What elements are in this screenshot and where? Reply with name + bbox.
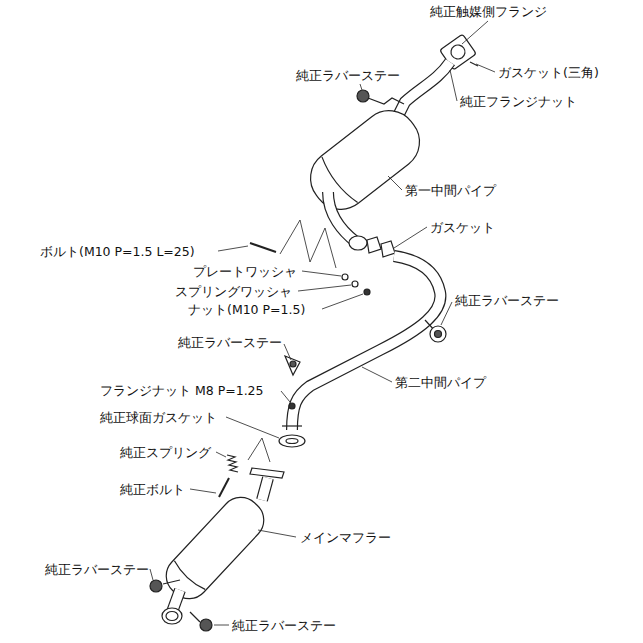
part-label: ガスケット(三角) xyxy=(498,65,599,80)
part-label: 純正ボルト xyxy=(120,482,185,497)
part-label: 純正スプリング xyxy=(120,445,211,460)
part-label: 純正ラバーステー xyxy=(296,68,400,83)
part-label: 第一中間パイプ xyxy=(405,183,496,198)
part-label: 純正ラバーステー xyxy=(45,562,149,577)
part-label: ナット(M10 P=1.5) xyxy=(188,302,305,317)
part-label: プレートワッシャ xyxy=(193,264,297,279)
part-label: スプリングワッシャ xyxy=(175,284,292,299)
part-label: 純正触媒側フランジ xyxy=(430,4,547,19)
part-label: ガスケット xyxy=(430,220,495,235)
part-label: 純正ラバーステー xyxy=(455,293,559,308)
part-label: 純正ラバーステー xyxy=(178,335,282,350)
part-label: 第二中間パイプ xyxy=(395,375,486,390)
part-label: ボルト(M10 P=1.5 L=25) xyxy=(40,244,195,259)
part-label: フランジナット M8 P=1.25 xyxy=(100,383,264,398)
part-label: メインマフラー xyxy=(300,530,391,545)
part-label: 純正フランジナット xyxy=(460,94,577,109)
part-label: 純正球面ガスケット xyxy=(100,410,217,425)
part-label: 純正ラバーステー xyxy=(232,618,336,633)
